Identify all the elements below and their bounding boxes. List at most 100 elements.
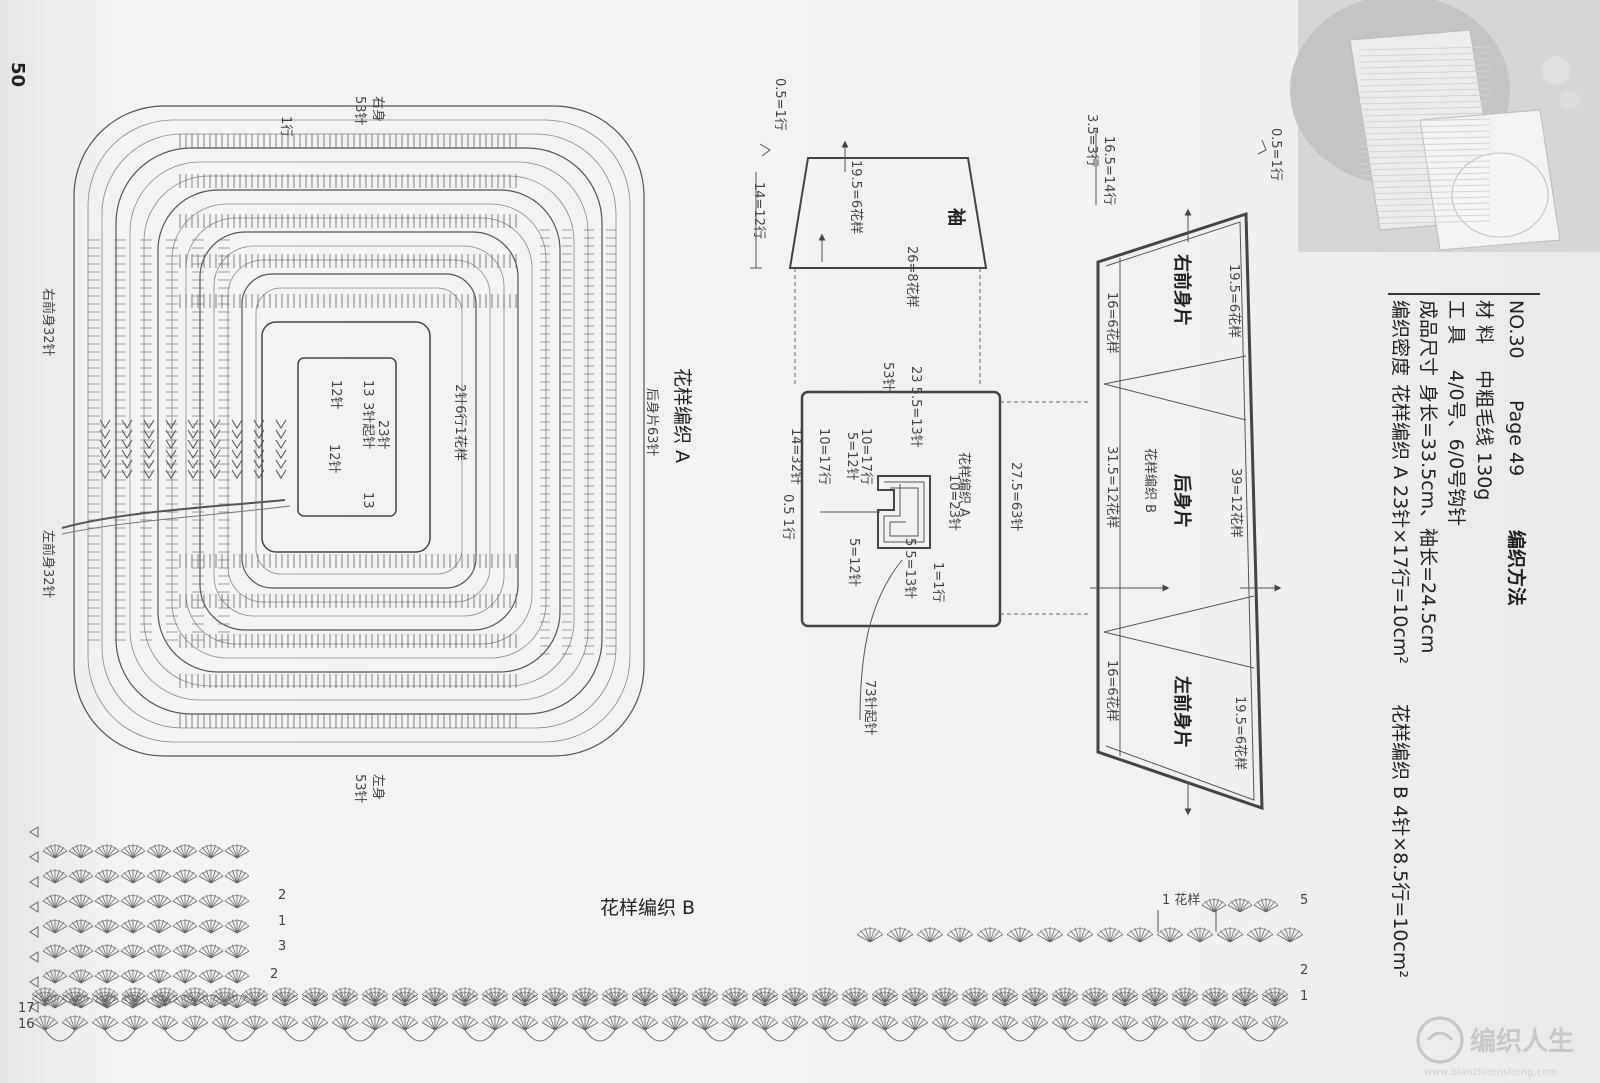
chart-b-shell-stitch: [181, 994, 196, 1003]
chart-b-shell-stitch: [764, 990, 775, 1003]
chart-b-shell-stitch: [132, 844, 139, 859]
chart-b-shell-stitch: [184, 972, 195, 984]
chart-b-shell-arc: [120, 970, 146, 977]
sleeve-bottom-width: 26=8花样: [904, 246, 920, 308]
chart-b-shell-arc: [42, 920, 68, 927]
chart-b-shell-stitch: [464, 994, 475, 1007]
chart-b-shell-stitch: [1115, 990, 1126, 1003]
chart-b-shell-stitch: [931, 998, 946, 1007]
chart-b-shell-stitch: [331, 994, 346, 1003]
chart-b-shell-stitch: [845, 990, 856, 1003]
info-method: 编织方法: [1505, 530, 1528, 606]
chart-b-shell-stitch: [361, 994, 376, 1003]
chart-b-shell-stitch: [153, 844, 160, 859]
chart-b-shell-stitch: [335, 994, 346, 1007]
chart-b-shell-stitch: [1229, 927, 1236, 943]
chart-b-shell-stitch: [80, 975, 94, 984]
chart-b-shell-stitch: [989, 930, 1000, 943]
chart-b-shell-stitch: [1231, 994, 1246, 1003]
chart-b-shell-stitch: [1124, 1022, 1139, 1031]
chart-b-shell-stitch: [905, 990, 916, 1003]
chart-b-shell-stitch: [164, 990, 175, 1003]
chart-a-right-body-count: 53针: [352, 96, 367, 126]
chart-b-shell-stitch: [201, 872, 212, 884]
chart-b-shell-stitch: [227, 922, 238, 934]
chart-b-shell-stitch: [1231, 998, 1246, 1007]
chart-b-shell-stitch: [734, 987, 741, 1003]
chart-b-shell-stitch: [995, 990, 1006, 1003]
chart-b-shell-stitch: [494, 987, 501, 1003]
chart-b-shell-stitch: [781, 994, 796, 1003]
chart-b-edge-stitch: [29, 1001, 39, 1013]
chart-b-shell-stitch: [149, 847, 160, 859]
chart-b-shell-stitch: [184, 894, 191, 909]
chart-b-shell-stitch: [91, 1022, 106, 1031]
chart-b-shell-stitch: [68, 925, 82, 934]
chart-b-shell-stitch: [211, 998, 226, 1007]
chart-a-v-stitch: [99, 459, 111, 469]
chart-b-shell-stitch: [871, 994, 886, 1003]
chart-b-shell-stitch: [434, 994, 445, 1007]
chart-b-shell-stitch: [974, 998, 989, 1007]
chart-b-shell-stitch: [674, 1022, 689, 1031]
chart-b-repeat-bracket: [1157, 910, 1217, 932]
chart-b-shell-stitch: [42, 975, 56, 984]
chart-b-shell-stitch: [1025, 994, 1036, 1007]
chart-b-shell-stitch: [104, 998, 119, 1007]
chart-b-shell-arc: [42, 945, 68, 952]
chart-b-shell-stitch: [227, 947, 238, 959]
chart-b-shell-stitch: [279, 1015, 286, 1031]
chart-b-shell-stitch: [149, 947, 160, 959]
chart-b-shell-stitch: [132, 972, 143, 984]
chart-b-shell-stitch: [210, 897, 221, 909]
chart-b-shell-stitch: [80, 844, 87, 859]
chart-b-shell-stitch: [314, 990, 325, 1003]
chart-b-shell-stitch: [94, 850, 108, 859]
chart-b-shell-stitch: [80, 922, 91, 934]
chart-b-shell-stitch: [120, 900, 134, 909]
chart-b-shell-arc: [211, 988, 239, 995]
chart-b-shell-stitch: [884, 994, 895, 1007]
chart-b-shell-arc: [224, 970, 250, 977]
chart-b-shell-arc: [1171, 988, 1199, 995]
chart-b-shell-stitch: [965, 994, 976, 1007]
chart-b-shell-stitch: [127, 894, 134, 909]
chart-b-shell-stitch: [1004, 1022, 1019, 1031]
chart-b-shell-stitch: [374, 998, 389, 1007]
chart-b-shell-stitch: [485, 994, 496, 1007]
chart-b-shell-stitch: [134, 1015, 141, 1031]
chart-a-ring: [115, 147, 603, 715]
chart-b-shell-stitch: [1049, 930, 1060, 943]
chart-b-shell-stitch: [97, 947, 108, 959]
chart-b-shell-stitch: [699, 1015, 706, 1031]
body-edge-16-top: 16=6花样: [1104, 292, 1120, 354]
chart-b-shell-stitch: [1021, 994, 1036, 1003]
chart-b-shell-stitch: [254, 987, 261, 1003]
chart-a-v-stitch: [99, 449, 111, 459]
chart-b-shell-stitch: [725, 1018, 736, 1031]
chart-b-shell-stitch: [890, 930, 901, 943]
chart-b-shell-stitch: [146, 900, 160, 909]
chart-a-v-stitch: [187, 429, 199, 439]
chart-b-shell-stitch: [132, 922, 143, 934]
chart-b-shell-stitch: [1154, 990, 1165, 1003]
chart-b-shell-stitch: [201, 997, 212, 1009]
chart-b-shell-stitch: [54, 869, 61, 884]
chart-b-shell-stitch: [54, 925, 68, 934]
chart-b-shell-stitch: [54, 897, 65, 909]
chart-b-shell-arc: [1186, 928, 1214, 935]
chart-b-shell-stitch: [236, 897, 247, 909]
chart-b-shell-stitch: [210, 972, 221, 984]
chart-b-shell-stitch: [184, 925, 198, 934]
chart-b-shell-stitch: [158, 947, 169, 959]
chart-b-shell-stitch: [227, 972, 238, 984]
chart-b-shell-stitch: [101, 869, 108, 884]
chart-b-shell-stitch: [74, 998, 89, 1007]
chart-b-shell-stitch: [554, 994, 565, 1007]
chart-b-shell-stitch: [54, 847, 65, 859]
chart-b-shell-stitch: [45, 972, 56, 984]
chart-b-shell-stitch: [969, 1015, 976, 1031]
chart-b-shell-stitch: [236, 994, 243, 1009]
chart-a-v-stitch: [187, 439, 199, 449]
chart-b-shell-stitch: [494, 998, 509, 1007]
